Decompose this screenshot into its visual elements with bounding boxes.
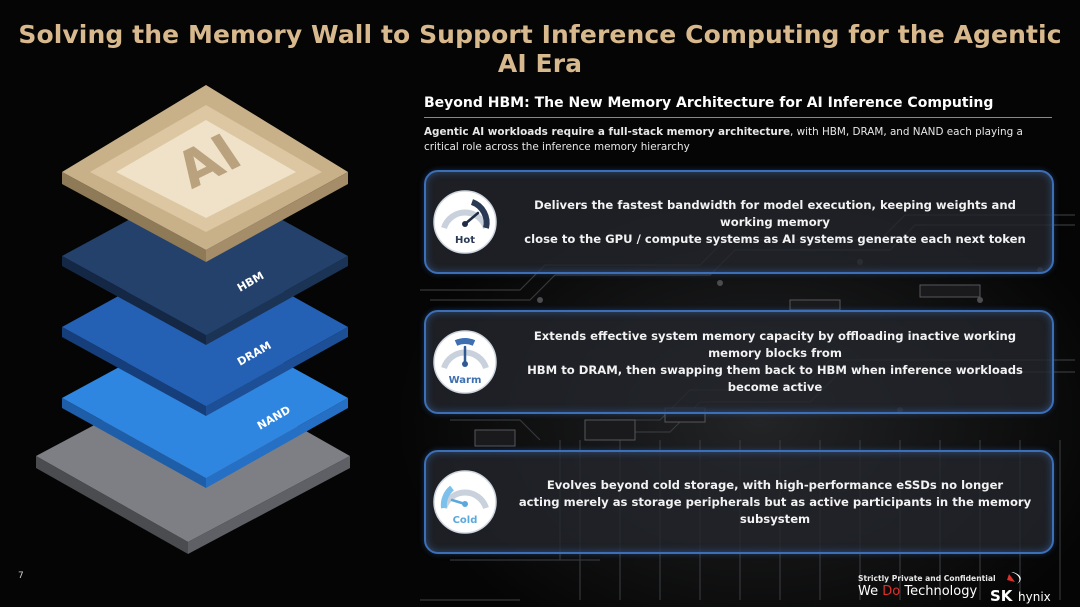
gauge-label-cold: Cold <box>453 515 478 526</box>
logo-sk: SK <box>990 587 1014 604</box>
confidential-note: Strictly Private and Confidential <box>858 574 996 583</box>
sk-hynix-logo: SK hynix <box>990 572 1051 604</box>
butterfly-wing-icon <box>1007 574 1015 582</box>
card-cold: Cold Evolves beyond cold storage, with h… <box>424 450 1054 554</box>
section-divider <box>424 117 1052 118</box>
card-text-cold: Evolves beyond cold storage, with high-p… <box>518 477 1032 526</box>
logo-hynix: hynix <box>1018 590 1051 604</box>
section-title: Beyond HBM: The New Memory Architecture … <box>424 95 994 111</box>
card-text-hot: Delivers the fastest bandwidth for model… <box>524 197 1026 246</box>
tagline-post: Technology <box>900 584 978 599</box>
card-text-warm: Extends effective system memory capacity… <box>527 329 1023 394</box>
speedometer-cold-icon: Cold <box>433 470 497 534</box>
speedometer-warm-icon: Warm <box>433 330 497 394</box>
butterfly-icon <box>1011 572 1021 584</box>
tagline-do: Do <box>882 584 901 599</box>
memory-stack-illustration: NAND DRAM HBM AI <box>36 85 350 554</box>
gauge-label-hot: Hot <box>455 235 475 246</box>
ai-chip: AI <box>62 85 348 262</box>
page-number: 7 <box>18 571 24 581</box>
intro-rest: , with HBM, DRAM, and NAND each playing … <box>424 126 1023 153</box>
slide-title: Solving the Memory Wall to Support Infer… <box>18 20 1062 78</box>
speedometer-hot-icon: Hot <box>433 190 497 254</box>
card-hot: Hot Delivers the fastest bandwidth for m… <box>424 170 1054 274</box>
section-intro: Agentic AI workloads require a full-stac… <box>424 125 1054 155</box>
gauge-label-warm: Warm <box>449 375 482 386</box>
intro-bold: Agentic AI workloads require a full-stac… <box>424 126 790 138</box>
card-warm: Warm Extends effective system memory cap… <box>424 310 1054 414</box>
tagline: We Do Technology <box>858 584 977 599</box>
tagline-pre: We <box>858 584 883 599</box>
